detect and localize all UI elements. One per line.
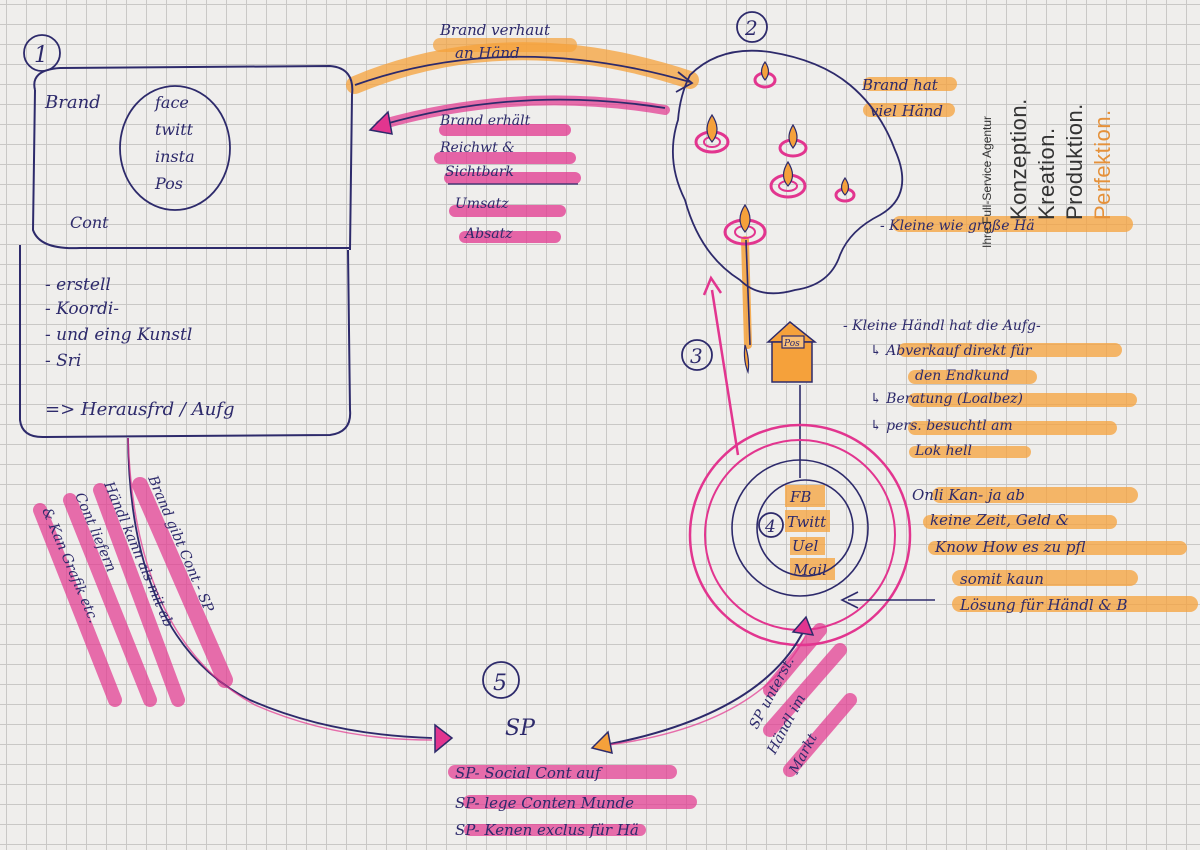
store-icon: Pos (766, 321, 818, 383)
store-section: Pos - Kleine Händl hat die Aufg- ↳ Abver… (702, 239, 1041, 478)
dealer-cloud: Brand hat viel Händ - Kleine wie große H… (671, 49, 1035, 295)
section-number-4: 4 (764, 517, 776, 537)
ring-label-mail: Mail (792, 561, 827, 579)
task-item-1: - erstell (45, 275, 111, 295)
agency-line-kreation: Kreation. (1034, 127, 1059, 220)
challenge-label: => Herausfrd / Aufg (45, 399, 234, 420)
dealer-pin-6 (723, 203, 767, 246)
online-note-1: Onli Kan- ja ab (912, 486, 1025, 504)
dealer-note-line-1: Brand hat (861, 76, 939, 94)
channel-item-3: insta (155, 147, 195, 166)
section-number-3: 3 (690, 344, 703, 368)
brand-title: Brand (44, 92, 101, 113)
task-item-3: - und eing Kunstl (45, 325, 192, 345)
agency-tagline: Ihre Full-Service Agentur (980, 115, 994, 248)
content-label: Cont (70, 213, 109, 232)
channel-item-2: twitt (155, 120, 194, 139)
brand-sells-line-1: Brand verhaut (439, 21, 551, 39)
brand-receives-line-2: Reichwt & (439, 140, 515, 156)
small-dealer-note-2: ↳ Abverkauf direkt für (870, 343, 1033, 359)
ring-label-twitter: Twitt (787, 513, 827, 531)
small-dealer-note-6: Lok hell (914, 443, 972, 459)
agency-line-perfektion: Perfektion. (1090, 109, 1115, 220)
online-note-2: keine Zeit, Geld & (930, 511, 1069, 529)
dealer-note-line-2: viel Händ (870, 102, 943, 120)
dealer-pin-5 (834, 176, 856, 203)
highlight-strokes (33, 38, 1198, 836)
small-dealer-note-4: ↳ Beratung (Loalbez) (870, 391, 1023, 407)
section-number-2: 2 (744, 16, 758, 40)
top-arrows: Brand verhaut an Händ Brand erhält Reich… (354, 21, 694, 242)
ring-label-uel: Uel (792, 537, 819, 555)
dealer-pin-4 (769, 160, 807, 199)
brand-box: Brand face twitt insta Pos Cont - erstel… (19, 64, 354, 439)
small-dealer-note-1: - Kleine Händl hat die Aufg- (843, 318, 1041, 334)
section-number-5: 5 (493, 671, 507, 696)
task-item-2: - Koordi- (45, 299, 119, 319)
small-dealer-note-5: ↳ pers. besuchtl am (870, 418, 1013, 434)
brand-receives-line-4: Umsatz (455, 196, 509, 212)
sp-line-2: SP- lege Conten Munde (455, 794, 634, 812)
dealer-pin-1 (753, 60, 777, 89)
online-note-5: Lösung für Händl & B (959, 596, 1128, 614)
agency-line-produktion: Produktion. (1062, 103, 1087, 220)
online-note-4: somit kaun (960, 570, 1044, 588)
brand-sells-line-2: an Händ (455, 44, 520, 62)
section-numbers: 1 2 3 4 5 (23, 11, 784, 699)
online-rings: FB Twitt Uel Mail Onli Kan- ja ab keine … (688, 423, 1128, 647)
sp-title: SP (505, 716, 536, 741)
task-item-4: - Sri (45, 351, 81, 371)
brand-receives-line-5: Absatz (463, 226, 513, 242)
sp-line-1: SP- Social Cont auf (455, 764, 603, 782)
store-sign-label: Pos (783, 339, 800, 349)
dealer-pins (694, 60, 856, 246)
channel-item-1: face (154, 93, 189, 112)
online-note-3: Know How es zu pfl (934, 538, 1086, 556)
brand-receives-line-3: Sichtbark (445, 164, 514, 180)
left-flow: Brand gibt Cont - SP Händl kann als mit … (38, 437, 454, 754)
dealer-pin-2 (694, 113, 730, 154)
dealer-size-note: - Kleine wie große Hä (880, 218, 1035, 234)
dealer-pin-3 (778, 123, 808, 158)
section-number-1: 1 (34, 43, 48, 68)
brand-receives-line-1: Brand erhält (439, 113, 531, 129)
sp-line-3: SP- Kenen exclus für Hä (455, 821, 639, 839)
small-dealer-note-3: den Endkund (915, 368, 1009, 384)
sp-support-3: Markt (786, 731, 821, 778)
agency-line-konzeption: Konzeption. (1006, 98, 1031, 220)
ring-label-fb: FB (789, 488, 811, 506)
channel-item-4: Pos (154, 174, 183, 193)
agency-imprint: Ihre Full-Service Agentur Konzeption. Kr… (980, 60, 1120, 248)
